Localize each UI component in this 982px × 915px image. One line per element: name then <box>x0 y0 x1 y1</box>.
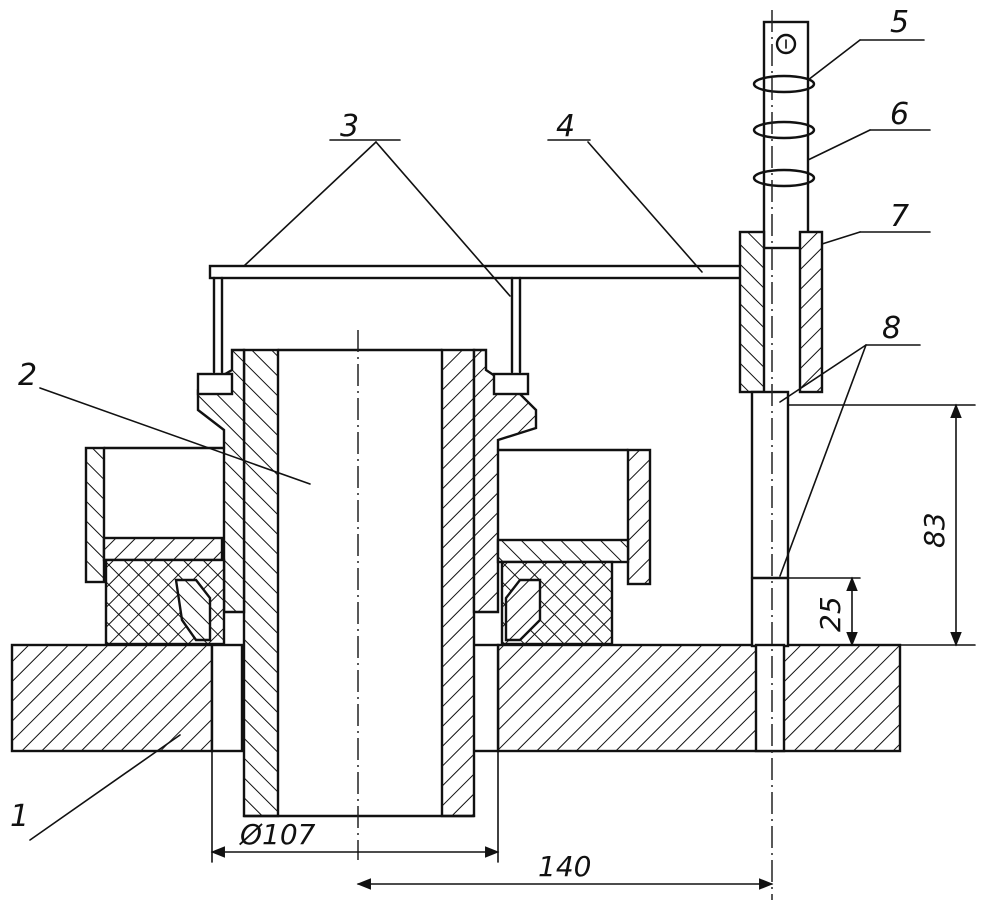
label-2: 2 <box>18 358 37 393</box>
leader-lines <box>29 39 931 841</box>
rod-assembly <box>738 20 824 753</box>
label-5: 5 <box>890 5 909 40</box>
dimension-labels: Ø107 140 83 25 <box>239 512 951 883</box>
label-7: 7 <box>890 199 909 234</box>
sleeve-collars <box>196 348 538 614</box>
center-lines <box>357 10 773 900</box>
part-labels: 1 2 3 4 5 6 7 8 <box>10 5 909 834</box>
left-cup <box>84 446 226 646</box>
frame-bar <box>208 264 744 374</box>
label-8: 8 <box>882 311 901 346</box>
dimension-lines <box>210 403 976 890</box>
dim-height-small: 25 <box>814 596 847 632</box>
dim-height-total: 83 <box>918 512 951 548</box>
base-plate <box>10 643 902 753</box>
label-1: 1 <box>10 799 29 834</box>
label-4: 4 <box>556 109 575 144</box>
dim-distance: 140 <box>538 850 591 883</box>
right-cup <box>496 448 652 646</box>
label-6: 6 <box>890 97 909 132</box>
label-3: 3 <box>340 109 359 144</box>
central-sleeve <box>242 348 476 818</box>
dim-diameter: Ø107 <box>239 818 316 851</box>
